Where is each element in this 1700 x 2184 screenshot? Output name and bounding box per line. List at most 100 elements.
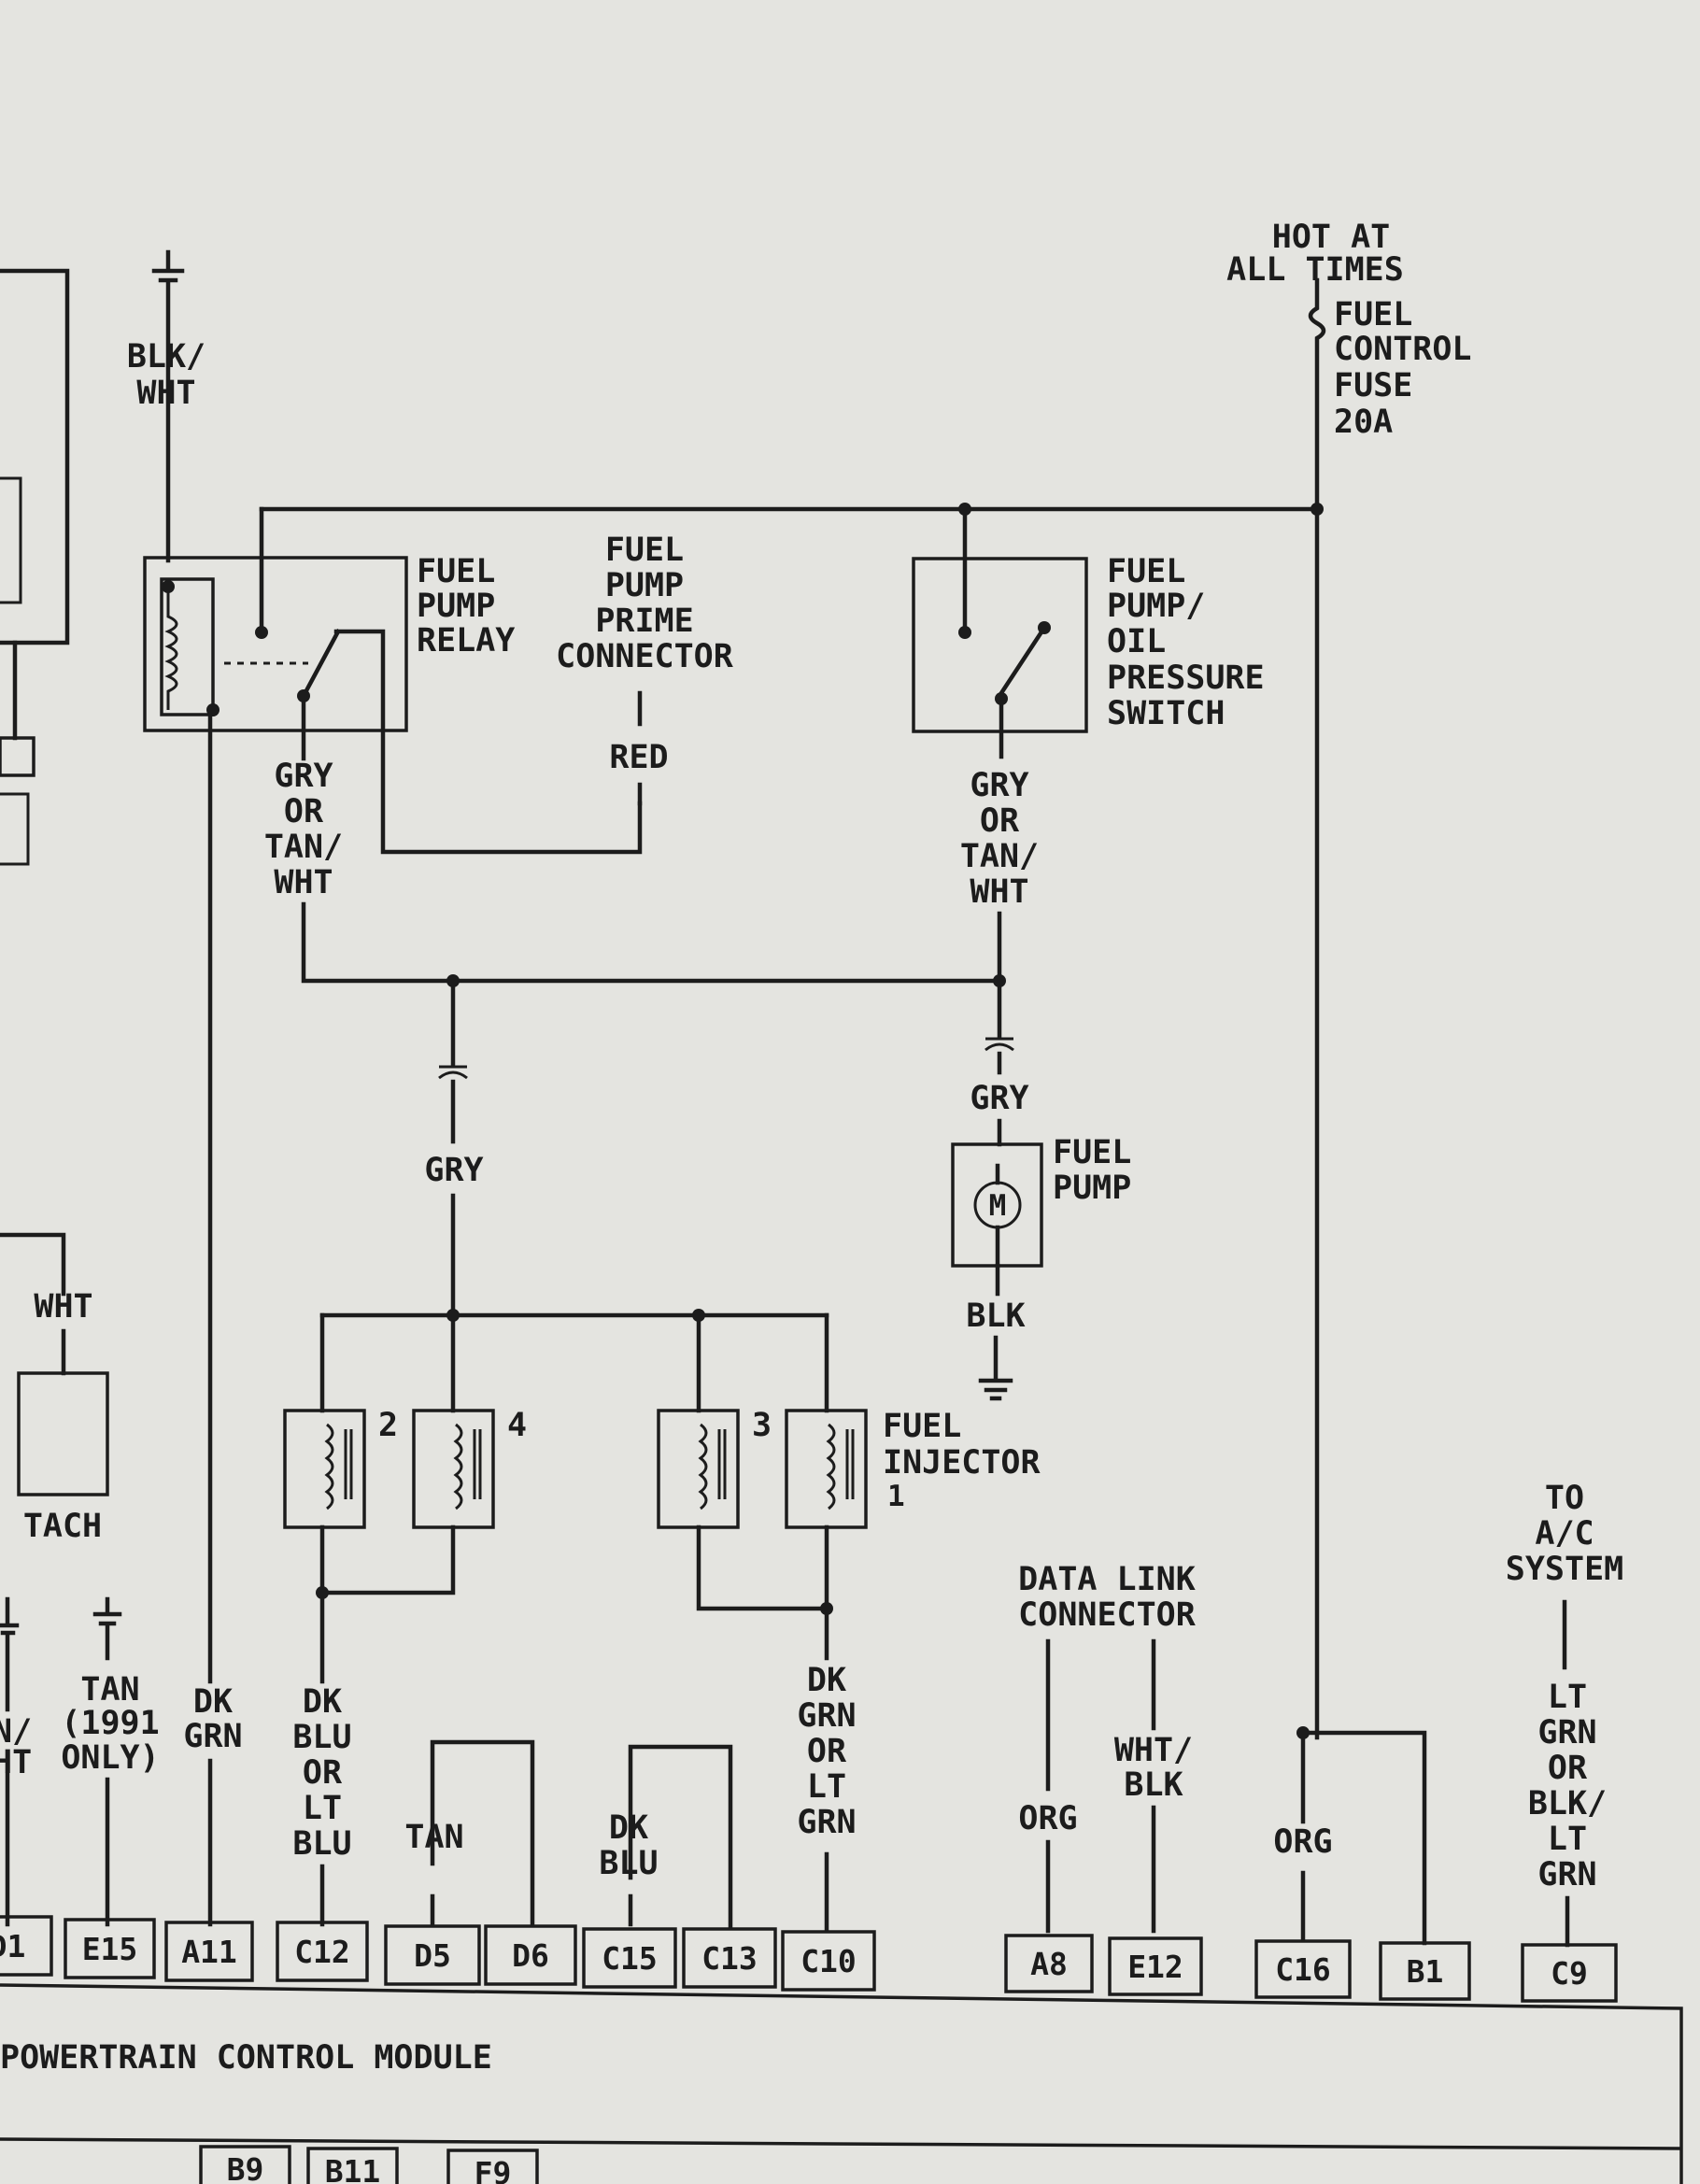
fuel-pump: GRY M FUEL PUMP BLK	[951, 978, 1131, 1401]
fuse-label-4: 20A	[1334, 404, 1393, 441]
dlc-label-2: CONNECTOR	[1018, 1596, 1197, 1634]
injector-2	[283, 1409, 366, 1529]
switch-out-label-2: OR	[980, 802, 1020, 840]
injector-feed: GRY	[319, 978, 829, 1322]
fuel-pump-prime-connector: FUEL PUMP PRIME CONNECTOR RED	[556, 532, 734, 806]
gry-tan-wht-wires: GRY OR TAN/ WHT GRY OR TAN/ WHT	[264, 698, 1039, 987]
pcm-pin-label-e12: E12	[1127, 1949, 1183, 1985]
pcm-pin-c9	[1521, 1943, 1618, 2003]
tach-circuit: WHT TACH	[0, 1232, 109, 1545]
pcm-pin-c10	[781, 1930, 876, 1992]
pcm-pin-label-a8: A8	[1030, 1946, 1068, 1982]
switch-label-3: OIL	[1107, 623, 1166, 660]
jumper-loops: TAN DK BLU	[404, 1739, 733, 1929]
ac-wire-label-6: GRN	[1537, 1856, 1596, 1893]
fuse-label-2: CONTROL	[1334, 331, 1472, 368]
pcm-pin-a8	[1004, 1934, 1094, 1993]
injector-label-2: INJECTOR	[883, 1444, 1041, 1482]
switch-out-label-3: TAN/	[960, 838, 1039, 875]
dk-blu-lt-blu-label-5: BLU	[292, 1825, 351, 1863]
pcm-pin-label-d1: D1	[0, 1928, 25, 1964]
fuel-pump-oil-pressure-switch: FUEL PUMP/ OIL PRESSURE SWITCH	[912, 506, 1265, 759]
tan-1991-label-3: ONLY)	[61, 1739, 159, 1777]
pcm-pin-label-c12: C12	[294, 1934, 350, 1970]
pcm-pin-lower-b11	[306, 2147, 399, 2184]
pcm-pin-lower-label-b9: B9	[227, 2151, 264, 2184]
tach-label: TACH	[23, 1508, 102, 1545]
pcm-pin-label-c10: C10	[800, 1943, 857, 1979]
blk-wht-wire: BLK/ WHT	[127, 249, 205, 563]
pcm-pin-label-c13: C13	[701, 1940, 758, 1977]
gry-pump-label: GRY	[970, 1080, 1028, 1117]
pcm-pin-b1	[1379, 1941, 1471, 2001]
tan-loop-label: TAN	[404, 1819, 463, 1856]
injector-return-wires: DK BLU OR LT BLU DK GRN OR LT GRN	[292, 1590, 857, 1932]
switch-label-4: PRESSURE	[1107, 659, 1265, 697]
pcm-pins-bottom: B9 B11 F9	[199, 2145, 539, 2184]
motor-symbol: M	[989, 1189, 1007, 1223]
powertrain-control-module: POWERTRAIN CONTROL MODULE	[0, 1983, 1683, 2184]
pcm-pin-label-d5: D5	[414, 1937, 451, 1974]
switch-out-label-1: GRY	[970, 767, 1028, 804]
pcm-pin-e15	[64, 1918, 156, 1979]
dlc-label-1: DATA LINK	[1018, 1561, 1196, 1598]
relay-label-2: PUMP	[417, 588, 495, 625]
dk-grn-lt-grn-label-1: DK	[807, 1662, 846, 1699]
gry-injector-label: GRY	[424, 1152, 483, 1189]
relay-label-1: FUEL	[417, 553, 495, 590]
prime-label-2: PUMP	[605, 567, 684, 604]
pcm-pin-lower-b9	[199, 2145, 291, 2184]
pcm-label: POWERTRAIN CONTROL MODULE	[0, 2039, 492, 2077]
pcm-pin-label-c15: C15	[602, 1940, 658, 1977]
fuse-label-1: FUEL	[1334, 296, 1412, 333]
wht-tach-label: WHT	[34, 1288, 92, 1326]
tan-1991-label-1: TAN	[80, 1671, 139, 1709]
pcm-pin-d6	[484, 1924, 577, 1986]
pcm-pin-c16	[1254, 1939, 1352, 1999]
left-partial-module	[0, 268, 70, 866]
blk-pump-label: BLK	[966, 1298, 1025, 1335]
pcm-pin-label-b1: B1	[1407, 1953, 1444, 1990]
org-dlc-label: ORG	[1018, 1800, 1077, 1837]
pcm-pins-top: D1E15A11C12D5D6C15C13C10A8E12C16B1C9	[0, 1915, 1618, 2003]
ac-wire-label-2: GRN	[1537, 1714, 1596, 1751]
ac-wire-label-4: BLK/	[1528, 1785, 1607, 1822]
pcm-pin-lower-label-f9: F9	[475, 2155, 512, 2184]
relay-out-label-4: WHT	[274, 864, 333, 901]
dk-blu-lt-blu-label-3: OR	[303, 1754, 343, 1792]
ac-wire-label-1: LT	[1548, 1679, 1587, 1716]
prime-label-1: FUEL	[605, 532, 684, 569]
pcm-pin-c13	[682, 1927, 777, 1989]
ac-label-3: SYSTEM	[1506, 1551, 1623, 1588]
tach	[17, 1371, 109, 1496]
pcm-pin-label-e15: E15	[82, 1931, 138, 1967]
pcm-pin-c12	[276, 1921, 369, 1982]
dk-grn-lt-grn-label-4: LT	[807, 1768, 846, 1806]
relay-out-label-3: TAN/	[264, 829, 343, 866]
prime-label-3: PRIME	[595, 603, 693, 640]
pcm-pin-d5	[384, 1924, 481, 1986]
fuse-label-3: FUSE	[1334, 367, 1412, 404]
switch-out-label-4: WHT	[970, 873, 1028, 911]
wht-blk-label-2: BLK	[1124, 1766, 1183, 1804]
relay-out-label-1: GRY	[274, 758, 333, 795]
ac-system: TO A/C SYSTEM LT GRN OR BLK/ LT GRN	[1506, 1480, 1623, 1948]
fuel-injectors: 2 4 3 FUEL INJECTOR 1	[283, 1312, 1041, 1615]
pcm-pin-label-c9: C9	[1551, 1955, 1588, 1992]
pcm-pin-lower-f9	[446, 2149, 539, 2184]
all-times-label: ALL TIMES	[1226, 251, 1404, 289]
pcm-pin-c15	[582, 1927, 677, 1989]
switch-label-5: SWITCH	[1107, 695, 1225, 732]
dk-blu-lt-blu-label-2: BLU	[292, 1719, 351, 1756]
pcm-pin-lower-label-b11: B11	[325, 2153, 381, 2184]
relay-out-label-2: OR	[284, 793, 324, 830]
tan-left-label-1: N/	[0, 1713, 32, 1751]
blk-wht-label-1: BLK/	[127, 338, 205, 376]
pcm-pin-e12	[1108, 1936, 1203, 1996]
injector-number-4: 4	[507, 1407, 527, 1444]
tan-left-label-2: HT	[0, 1744, 32, 1781]
dk-blu-loop-label-1: DK	[609, 1809, 648, 1847]
injector-number-3: 3	[752, 1407, 772, 1444]
pcm-pin-label-c16: C16	[1275, 1951, 1331, 1988]
